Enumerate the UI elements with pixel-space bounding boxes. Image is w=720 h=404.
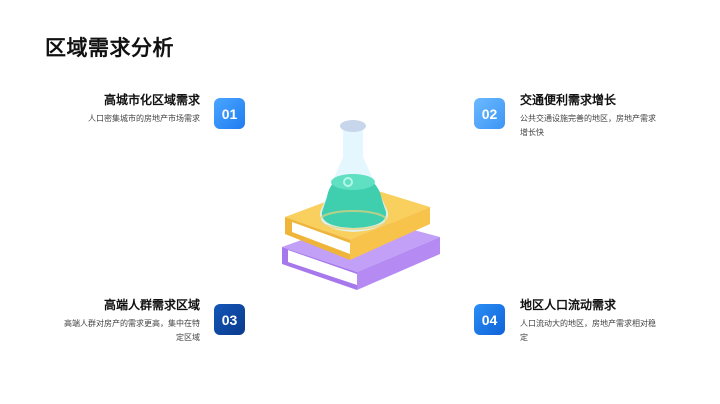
item-02-description: 公共交通设施完善的地区，房地产需求 增长快: [520, 114, 656, 137]
badge-01: 01: [214, 98, 245, 129]
badge-02: 02: [474, 98, 505, 129]
badge-03: 03: [214, 304, 245, 335]
item-01-heading: 高城市化区域需求: [103, 93, 200, 107]
item-04-description: 人口流动大的地区，房地产需求相对稳 定: [520, 319, 656, 342]
item-03-heading: 高端人群需求区域: [103, 298, 200, 312]
item-01: 高城市化区域需求 人口密集城市的房地产市场需求: [0, 92, 200, 126]
item-02-heading: 交通便利需求增长: [520, 93, 617, 107]
badge-04: 04: [474, 304, 505, 335]
item-04-heading: 地区人口流动需求: [520, 298, 617, 312]
item-04: 地区人口流动需求 人口流动大的地区，房地产需求相对稳 定: [520, 297, 700, 345]
item-01-description: 人口密集城市的房地产市场需求: [88, 114, 200, 123]
item-03-description: 高端人群对房产的需求更高，集中在特 定区域: [64, 319, 200, 342]
slide-title: 区域需求分析: [45, 36, 174, 60]
item-02: 交通便利需求增长 公共交通设施完善的地区，房地产需求 增长快: [520, 92, 700, 140]
item-03: 高端人群需求区域 高端人群对房产的需求更高，集中在特 定区域: [0, 297, 200, 345]
flask-on-books-icon: [270, 112, 450, 312]
